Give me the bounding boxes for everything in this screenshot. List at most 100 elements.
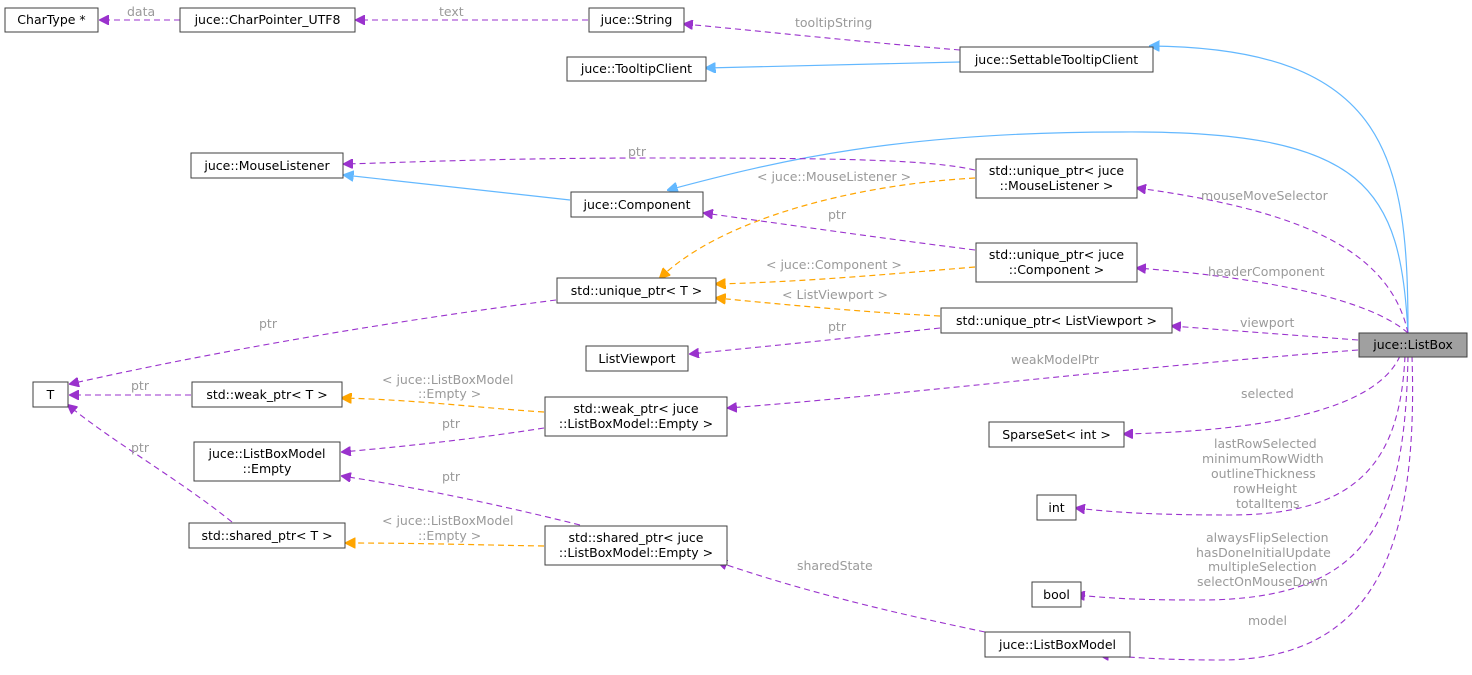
node-label: T <box>46 387 55 402</box>
label-int-member-3: outlineThickness <box>1211 466 1316 481</box>
node-label: std::unique_ptr< ListViewport > <box>956 313 1157 328</box>
edge-member-ptr-shared-t <box>68 405 233 523</box>
node-label: juce::CharPointer_UTF8 <box>194 12 341 27</box>
edge-inherit-mouselistener <box>344 175 571 201</box>
label-headercomponent: headerComponent <box>1208 264 1325 279</box>
edge-member-ptr-mouselistener <box>344 157 976 171</box>
node-label: SparseSet< int > <box>1002 427 1111 442</box>
node-label-1: std::shared_ptr< juce <box>569 530 704 545</box>
label-int-member-5: totalItems <box>1236 496 1300 511</box>
node-label: CharType * <box>17 12 85 27</box>
node-unique-ptr-listviewport[interactable]: std::unique_ptr< ListViewport > <box>940 307 1173 334</box>
label-ptr-listviewport: ptr <box>828 319 847 334</box>
label-model: model <box>1248 613 1287 628</box>
edge-member-ptr-component <box>704 213 976 251</box>
node-tooltipclient[interactable]: juce::TooltipClient <box>566 56 707 82</box>
node-listboxmodel[interactable]: juce::ListBoxModel <box>984 631 1131 658</box>
node-sparseset-int[interactable]: SparseSet< int > <box>988 421 1125 448</box>
edge-member-tooltipstring <box>684 24 961 51</box>
label-bool-member-1: alwaysFlipSelection <box>1206 530 1329 545</box>
label-sharedstate: sharedState <box>797 558 873 573</box>
node-settabletooltipclient[interactable]: juce::SettableTooltipClient <box>959 46 1154 73</box>
node-label: juce::String <box>600 12 673 27</box>
edge-member-int <box>1076 355 1406 516</box>
node-shared-ptr-t[interactable]: std::shared_ptr< T > <box>188 522 346 549</box>
label-bool-member-3: multipleSelection <box>1208 559 1317 574</box>
edge-member-headercomponent <box>1137 268 1409 334</box>
node-label: juce::Component <box>583 197 691 212</box>
edge-member-ptr-empty-weak <box>342 427 545 452</box>
node-mouselistener[interactable]: juce::MouseListener <box>190 152 344 179</box>
label-ptr-weak-t: ptr <box>131 378 150 393</box>
node-listbox[interactable]: juce::ListBox <box>1358 332 1468 358</box>
node-weak-ptr-empty[interactable]: std::weak_ptr< juce ::ListBoxModel::Empt… <box>544 396 728 437</box>
label-tmpl-weak-2: ::Empty > <box>418 386 481 401</box>
label-tmpl-mouselistener: < juce::MouseListener > <box>757 169 911 184</box>
node-label-2: ::Component > <box>1009 262 1104 277</box>
edge-template-listviewport <box>716 298 941 317</box>
node-charpointer-utf8[interactable]: juce::CharPointer_UTF8 <box>179 7 356 33</box>
node-component[interactable]: juce::Component <box>570 191 704 218</box>
edge-inherit-component <box>668 131 1409 334</box>
edge-member-weakmodelptr <box>728 349 1359 408</box>
edge-member-sharedstate <box>718 562 986 633</box>
label-ptr-empty-weak: ptr <box>442 416 461 431</box>
edge-template-component <box>716 266 976 284</box>
node-listviewport[interactable]: ListViewport <box>585 345 689 372</box>
label-tmpl-shared-1: < juce::ListBoxModel <box>382 513 513 528</box>
node-label: bool <box>1043 587 1070 602</box>
label-int-member-2: minimumRowWidth <box>1202 451 1324 466</box>
node-t[interactable]: T <box>32 381 69 408</box>
node-label-1: std::unique_ptr< juce <box>989 163 1125 178</box>
label-selected: selected <box>1241 386 1294 401</box>
edge-template-shared <box>346 543 545 546</box>
label-tmpl-listviewport: < ListViewport > <box>782 287 888 302</box>
label-ptr-empty-shared: ptr <box>442 469 461 484</box>
node-listboxmodel-empty[interactable]: juce::ListBoxModel ::Empty <box>193 441 341 482</box>
label-viewport: viewport <box>1240 315 1295 330</box>
label-ptr-mouselistener: ptr <box>628 144 647 159</box>
node-unique-ptr-mouselistener[interactable]: std::unique_ptr< juce ::MouseListener > <box>975 158 1138 199</box>
node-unique-ptr-t[interactable]: std::unique_ptr< T > <box>556 277 717 304</box>
label-tooltipstring: tooltipString <box>795 15 872 30</box>
edge-member-mousemoveselector <box>1137 188 1409 334</box>
node-label: std::weak_ptr< T > <box>206 387 327 402</box>
label-tmpl-weak-1: < juce::ListBoxModel <box>382 372 513 387</box>
node-label-1: std::weak_ptr< juce <box>573 401 699 416</box>
node-int[interactable]: int <box>1036 494 1077 521</box>
node-label: std::unique_ptr< T > <box>571 283 702 298</box>
node-bool[interactable]: bool <box>1031 581 1082 608</box>
node-label-2: ::MouseListener > <box>1000 178 1114 193</box>
node-label: int <box>1048 500 1064 515</box>
edge-member-ptr-empty-shared <box>342 476 581 526</box>
label-text: text <box>439 4 464 19</box>
node-label-2: ::ListBoxModel::Empty > <box>559 416 713 431</box>
label-tmpl-component: < juce::Component > <box>766 257 902 272</box>
node-label: juce::MouseListener <box>203 158 330 173</box>
label-ptr-t: ptr <box>259 316 278 331</box>
node-label-1: std::unique_ptr< juce <box>989 247 1125 262</box>
edge-member-model <box>1100 355 1414 660</box>
node-label: juce::SettableTooltipClient <box>974 52 1138 67</box>
edge-template-weak <box>342 398 545 413</box>
edge-member-selected <box>1124 355 1401 434</box>
node-weak-ptr-t[interactable]: std::weak_ptr< T > <box>191 381 343 408</box>
label-bool-member-2: hasDoneInitialUpdate <box>1196 545 1331 560</box>
node-label-2: ::ListBoxModel::Empty > <box>559 545 713 560</box>
label-ptr-component: ptr <box>828 207 847 222</box>
node-juce-string[interactable]: juce::String <box>588 7 685 33</box>
node-unique-ptr-component[interactable]: std::unique_ptr< juce ::Component > <box>975 242 1138 283</box>
edge-member-viewport <box>1172 326 1359 341</box>
label-mousemoveselector: mouseMoveSelector <box>1201 188 1329 203</box>
label-data: data <box>127 4 155 19</box>
node-label: std::shared_ptr< T > <box>201 528 332 543</box>
node-label-2: ::Empty <box>243 461 292 476</box>
node-shared-ptr-empty[interactable]: std::shared_ptr< juce ::ListBoxModel::Em… <box>544 525 728 566</box>
edge-member-ptr-listviewport <box>690 327 941 354</box>
node-chartype[interactable]: CharType * <box>4 7 99 33</box>
node-label: ListViewport <box>598 351 675 366</box>
edge-inherit-settabletooltip <box>1150 46 1409 334</box>
node-label: juce::TooltipClient <box>580 61 692 76</box>
edge-inherit-tooltipclient <box>706 61 961 68</box>
